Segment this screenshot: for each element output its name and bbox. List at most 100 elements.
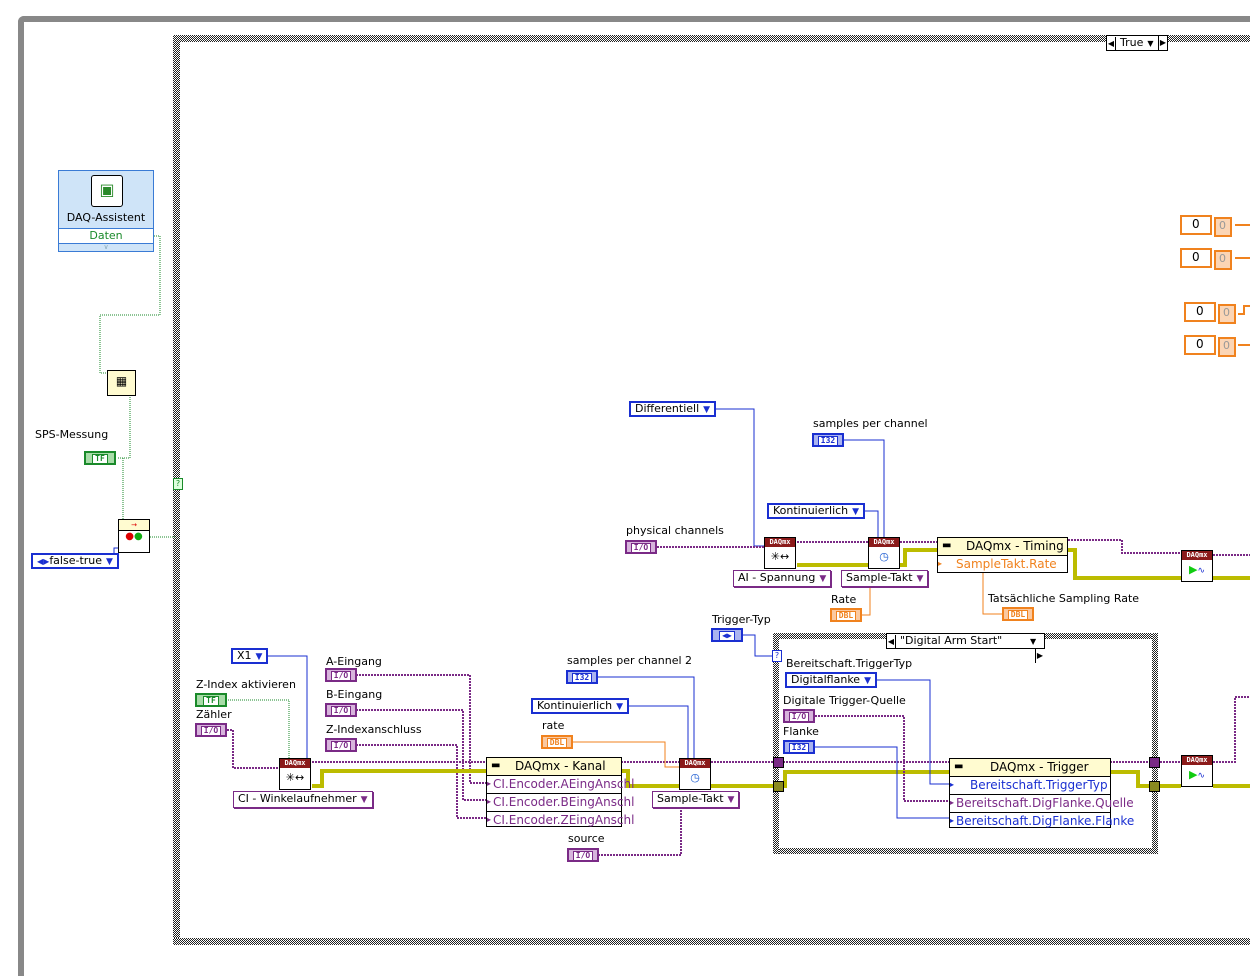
create-channel-icon: ✳↔ <box>285 771 305 784</box>
numeric-control-4[interactable]: 0 <box>1184 335 1216 355</box>
increment-arrow-icon[interactable]: ▶ <box>1035 649 1044 663</box>
trigger-type-prop-label: Bereitschaft.TriggerTyp <box>786 657 913 670</box>
numeric-control-3[interactable]: 0 <box>1184 302 1216 322</box>
wire-bool <box>118 395 131 459</box>
sps-measurement-terminal[interactable]: TF <box>84 451 116 465</box>
x1-enum[interactable]: X1▼ <box>231 648 269 664</box>
daq-assistant-title: DAQ-Assistent <box>66 211 146 224</box>
daq-assistant-output-daten[interactable]: Daten <box>59 228 153 244</box>
trigger-property-row-source[interactable]: Bereitschaft.DigFlanke.Quelle <box>950 795 1134 813</box>
wire-daten <box>99 235 161 374</box>
case-selector-terminal: ? <box>173 478 183 490</box>
task-tunnel-out <box>1149 757 1160 768</box>
digital-trigger-source-label: Digitale Trigger-Quelle <box>783 694 906 707</box>
start-play-icon: ▶∿ <box>1188 768 1205 781</box>
daqmx-trigger-property-node[interactable]: ▬DAQmx - Trigger Bereitschaft.TriggerTyp… <box>949 758 1134 830</box>
sps-measurement-label: SPS-Messung <box>35 428 109 441</box>
counter-terminal[interactable]: I/O <box>195 723 227 737</box>
ai-sample-clock-ring[interactable]: Sample-Takt▼ <box>841 570 929 587</box>
ci-timing-vi[interactable]: DAQmx◷ <box>679 758 711 790</box>
angular-encoder-ring[interactable]: CI - Winkelaufnehmer▼ <box>233 791 373 808</box>
continuous-enum-2[interactable]: Kontinuierlich▼ <box>531 698 630 714</box>
ci-create-channel-vi[interactable]: DAQmx✳↔ <box>279 758 311 790</box>
wire-ci-error4 <box>1110 770 1181 788</box>
actual-sampling-rate-label: Tatsächliche Sampling Rate <box>988 592 1140 605</box>
wire-ci-error2 <box>621 769 679 788</box>
b-input-terminal[interactable]: I/O <box>325 703 357 717</box>
dropdown-arrow-icon: ▼ <box>852 507 860 517</box>
continuous-enum[interactable]: Kontinuierlich▼ <box>767 503 866 519</box>
digital-edge-enum[interactable]: Digitalflanke▼ <box>785 672 877 688</box>
numeric-indicator-2: 0 <box>1214 250 1232 270</box>
numeric-control-1[interactable]: 0 <box>1180 215 1212 235</box>
dropdown-arrow-icon: ▼ <box>703 405 711 415</box>
digital-trigger-source-terminal[interactable]: I/O <box>783 709 815 723</box>
a-input-label: A-Eingang <box>326 655 382 668</box>
channel-property-row-b[interactable]: CI.Encoder.BEingAnschl <box>487 794 634 812</box>
trigger-case-border-bottom <box>773 848 1158 854</box>
wire-ci-error3 <box>711 770 950 788</box>
daq-assistant-express-vi[interactable]: ▣ DAQ-Assistent Daten ∨ <box>58 170 154 252</box>
edge-terminal[interactable]: I32 <box>783 740 815 754</box>
expand-chevron-icon[interactable]: ∨ <box>103 243 109 251</box>
trigger-type-terminal[interactable]: ◀▶ <box>711 628 743 642</box>
dropdown-arrow-icon: ▼ <box>255 652 263 662</box>
error-tunnel-in <box>773 781 784 792</box>
daqmx-channel-property-node[interactable]: ▬DAQmx - Kanal CI.Encoder.AEingAnschl CI… <box>486 757 634 829</box>
trigger-case-selector-terminal: ? <box>772 650 782 662</box>
wire-rate <box>860 587 871 616</box>
wire-ai-error2 <box>900 548 938 567</box>
wire-ci-error <box>312 769 487 788</box>
physical-channels-terminal[interactable]: I/O <box>625 540 657 554</box>
trigger-property-row-type[interactable]: Bereitschaft.TriggerTyp <box>950 777 1110 795</box>
ci-sample-clock-ring[interactable]: Sample-Takt▼ <box>652 791 740 808</box>
source-terminal[interactable]: I/O <box>567 848 599 862</box>
rate-terminal-2[interactable]: DBL <box>541 735 573 749</box>
select-node[interactable]: → ●● <box>118 519 150 553</box>
numeric-indicator-1: 0 <box>1214 217 1232 237</box>
samples-per-channel-2-terminal[interactable]: I32 <box>566 670 598 684</box>
daqmx-timing-property-node[interactable]: ▬DAQmx - Timing SampleTakt.Rate <box>937 537 1068 573</box>
trigger-case-border-left <box>773 633 779 854</box>
ai-start-task-vi[interactable]: DAQmx▶∿ <box>1181 550 1213 582</box>
differential-enum[interactable]: Differentiell▼ <box>629 401 717 417</box>
b-input-label: B-Eingang <box>326 688 383 701</box>
wire-b-input <box>356 709 487 801</box>
wire-continuous2 <box>622 705 689 760</box>
wire-samples2 <box>598 676 695 760</box>
ai-voltage-ring[interactable]: AI - Spannung▼ <box>733 570 832 587</box>
z-index-enable-terminal[interactable]: TF <box>195 693 227 707</box>
increment-arrow-icon[interactable]: ▶ <box>1158 36 1167 50</box>
trigger-property-row-edge[interactable]: Bereitschaft.DigFlanke.Flanke <box>950 813 1134 830</box>
trigger-case-selector[interactable]: ◀"Digital Arm Start"▼▶ <box>886 633 1045 663</box>
build-array-node[interactable]: ▦ <box>107 370 136 396</box>
numeric-indicator-4: 0 <box>1218 337 1236 357</box>
a-input-terminal[interactable]: I/O <box>325 668 357 682</box>
wire-digital-edge <box>862 679 950 785</box>
channel-property-row-z[interactable]: CI.Encoder.ZEingAnschl <box>487 812 634 829</box>
ci-start-task-vi[interactable]: DAQmx▶∿ <box>1181 755 1213 787</box>
channel-property-row-a[interactable]: CI.Encoder.AEingAnschl <box>487 776 634 794</box>
decrement-arrow-icon[interactable]: ◀ <box>1107 37 1116 51</box>
samples-per-channel-terminal[interactable]: I32 <box>812 433 844 447</box>
rate-label: Rate <box>831 593 857 606</box>
timing-property-row[interactable]: SampleTakt.Rate <box>938 556 1067 573</box>
source-label: source <box>568 832 605 845</box>
ai-create-channel-vi[interactable]: DAQmx✳↔ <box>764 537 796 569</box>
rate-label-2: rate <box>542 719 565 732</box>
false-true-enum[interactable]: ◀▶false-true▼ <box>31 553 119 569</box>
dropdown-arrow-icon: ▼ <box>360 795 368 805</box>
wire-source <box>598 808 682 856</box>
error-tunnel-out <box>1149 781 1160 792</box>
wire-samples <box>844 439 885 540</box>
decrement-arrow-icon[interactable]: ◀ <box>887 635 896 649</box>
numeric-control-2[interactable]: 0 <box>1180 248 1212 268</box>
wire-z-input <box>356 744 487 819</box>
dropdown-arrow-icon: ▼ <box>819 574 827 584</box>
case-selector[interactable]: ◀True▼▶ <box>1106 35 1168 51</box>
ai-timing-vi[interactable]: DAQmx◷ <box>868 537 900 569</box>
case-selector-value: True <box>1120 36 1144 49</box>
z-index-connection-terminal[interactable]: I/O <box>325 738 357 752</box>
rate-terminal[interactable]: DBL <box>830 608 862 622</box>
